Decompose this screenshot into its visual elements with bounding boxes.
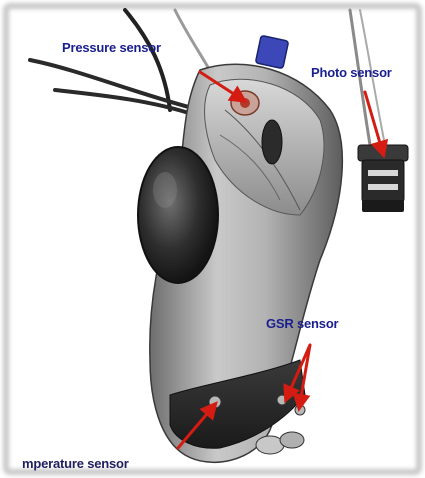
photo-sensor-device [358,145,408,212]
pressure-sensor-label: Pressure sensor [62,40,161,55]
trackball [138,147,218,283]
trackball-highlight [153,172,177,208]
pressure-sensor-dot [240,98,250,108]
gsr-contact-2 [295,405,305,415]
temperature-contact [209,396,221,408]
gsr-sensor-label: GSR sensor [266,316,338,331]
scroll-wheel [262,120,282,164]
temperature-sensor-label: mperature sensor [22,456,129,471]
photo-sensor-label: Photo sensor [311,65,392,80]
blue-connector [255,35,288,68]
base-contact-2 [280,432,304,448]
gsr-contact-1 [277,395,287,405]
